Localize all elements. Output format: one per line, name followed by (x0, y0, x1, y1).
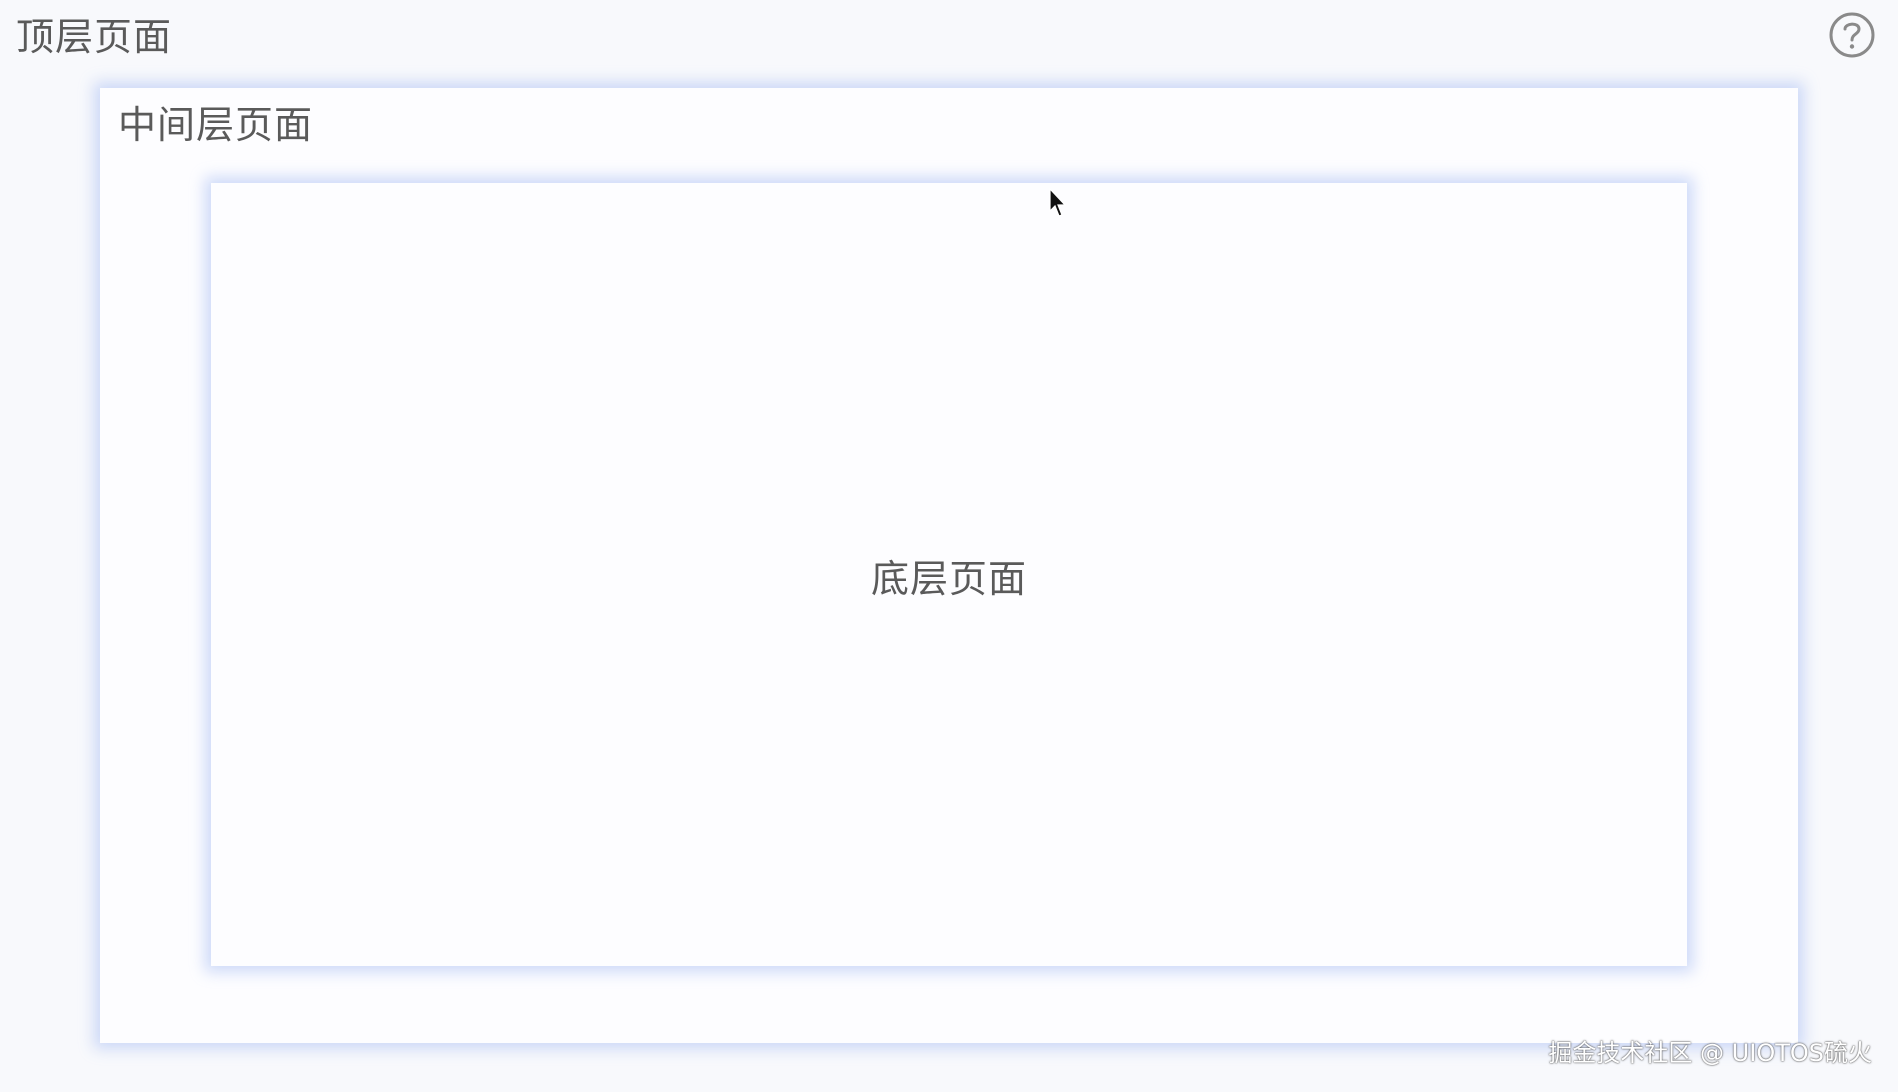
bottom-page-panel: 底层页面 (211, 183, 1687, 966)
bottom-page-title: 底层页面 (870, 557, 1027, 601)
middle-page-panel: 中间层页面 底层页面 (100, 88, 1798, 1043)
middle-page-title: 中间层页面 (118, 103, 314, 147)
top-page-title: 顶层页面 (16, 15, 173, 59)
watermark-text: 掘金技术社区 @ UIOTOS硫火 (1548, 1039, 1872, 1067)
mouse-cursor-icon (1049, 187, 1069, 218)
question-circle-icon[interactable] (1828, 11, 1876, 59)
